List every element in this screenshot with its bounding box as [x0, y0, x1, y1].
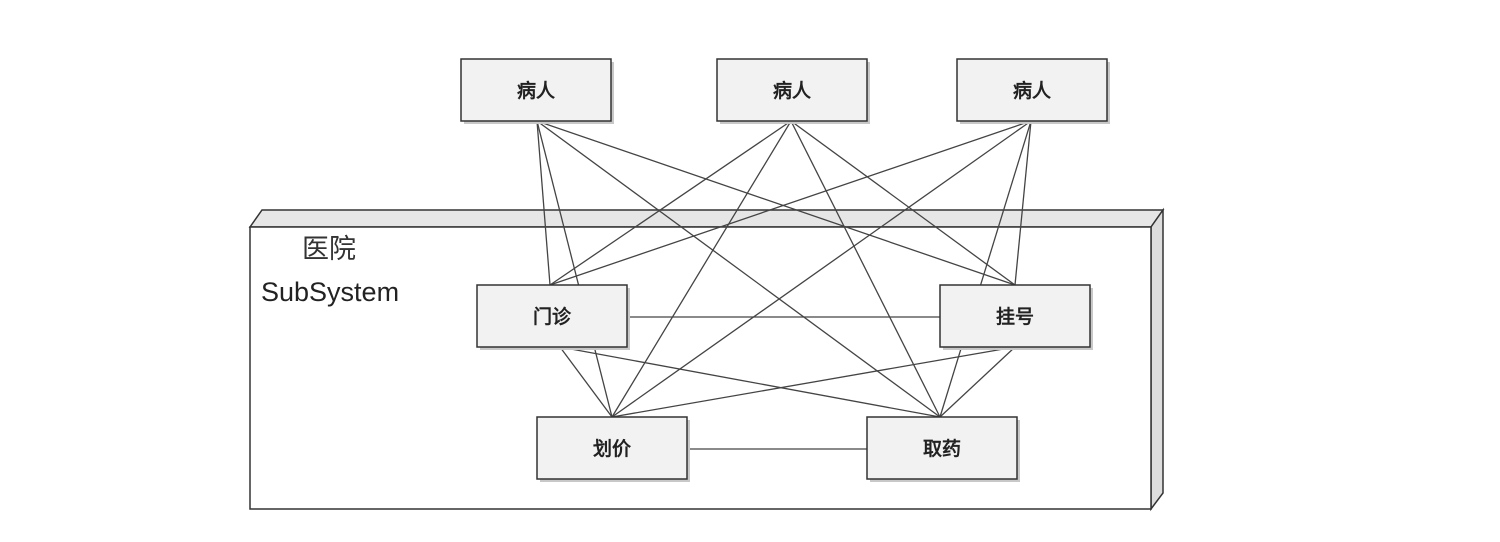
- connection-registration-pricing: [611, 346, 1016, 418]
- connection-outpatient-pricing: [559, 346, 613, 418]
- connection-patient3-pharmacy: [939, 120, 1032, 418]
- connection-patient2-registration: [790, 120, 1016, 286]
- node-registration: 挂号: [939, 284, 1093, 350]
- outpatient-label: 门诊: [533, 305, 572, 328]
- connection-patient2-outpatient: [549, 120, 792, 286]
- connection-patient2-pharmacy: [790, 120, 941, 418]
- patient-3-box: [956, 58, 1108, 122]
- pharmacy-label: 取药: [923, 437, 961, 460]
- node-patient-3: 病人: [956, 58, 1110, 124]
- subsystem-frame: 医院 SubSystem: [248, 207, 1165, 512]
- node-patient-2: 病人: [716, 58, 870, 124]
- outpatient-box: [476, 284, 628, 348]
- patient-2-label: 病人: [773, 79, 812, 102]
- patient-1-label: 病人: [517, 79, 556, 102]
- subsystem-top-face: [248, 209, 1165, 228]
- pricing-box: [536, 416, 688, 480]
- connection-registration-pharmacy: [939, 346, 1016, 418]
- node-patient-1: 病人: [460, 58, 614, 124]
- node-outpatient: 门诊: [476, 284, 630, 350]
- patient-1-box: [460, 58, 612, 122]
- pharmacy-box: [866, 416, 1018, 480]
- pricing-label: 划价: [593, 437, 632, 460]
- subsystem-side-face: [1150, 207, 1164, 512]
- connection-patient3-pricing: [611, 120, 1032, 418]
- registration-label: 挂号: [996, 305, 1034, 328]
- connections: [536, 120, 1032, 450]
- patient-3-label: 病人: [1013, 79, 1052, 102]
- registration-box: [939, 284, 1091, 348]
- node-pharmacy: 取药: [866, 416, 1020, 482]
- connection-patient2-pricing: [611, 120, 792, 418]
- connection-patient1-outpatient: [536, 120, 551, 286]
- node-pricing: 划价: [536, 416, 690, 482]
- patient-2-box: [716, 58, 868, 122]
- connection-patient1-pharmacy: [536, 120, 941, 418]
- connection-patient3-registration: [1014, 120, 1032, 286]
- connection-outpatient-pharmacy: [559, 346, 941, 418]
- subsystem-title: 医院: [302, 234, 356, 265]
- subsystem-label: SubSystem: [261, 277, 399, 307]
- connection-patient1-registration: [536, 120, 1016, 286]
- connection-patient3-outpatient: [549, 120, 1032, 286]
